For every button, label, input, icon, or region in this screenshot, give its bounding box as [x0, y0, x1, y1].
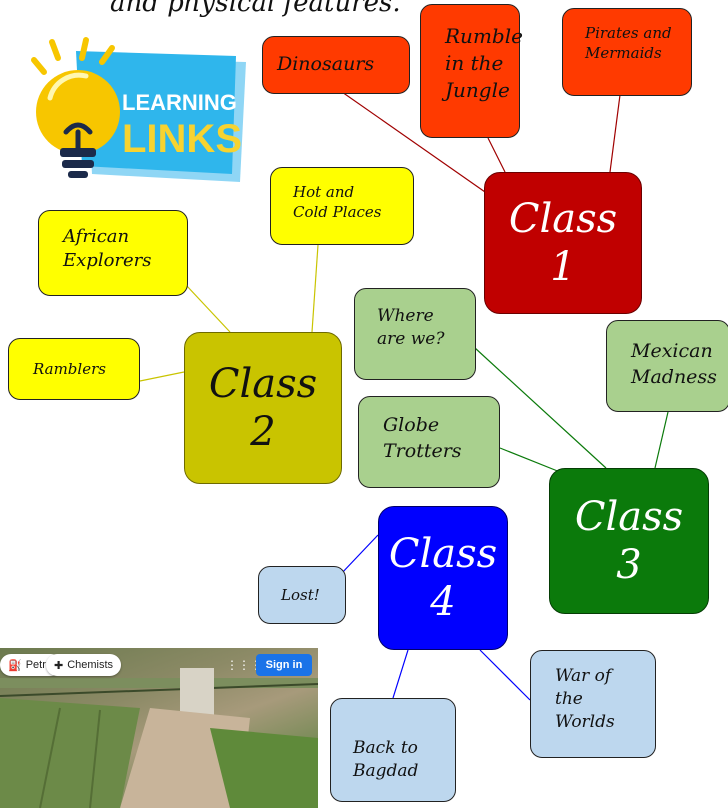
logo-line2: LINKS — [122, 117, 242, 161]
topic-bagdad-line2: Bagdad — [353, 760, 419, 781]
topic-hot-cold-line2: Cold Places — [293, 203, 382, 222]
link-pirates — [609, 94, 621, 173]
learning-links-logo: LEARNING LINKS — [31, 37, 246, 182]
satellite-map[interactable]: ⛽ Petrol ✚ Chemists ⋮⋮⋮ Sign in — [0, 648, 318, 808]
topic-globe-line1: Globe — [383, 414, 440, 436]
header-text: and physical features. — [110, 0, 401, 18]
topic-rumble-line1: Rumble — [445, 24, 523, 48]
topic-globe-trotters: Globe Trotters — [358, 396, 500, 488]
topic-lost-label: Lost! — [281, 585, 320, 604]
class-1-box: Class 1 — [484, 172, 642, 314]
topic-ramblers: Ramblers — [8, 338, 140, 400]
topic-rumble-line2: in the — [445, 51, 504, 75]
class-4-label: Class — [388, 531, 498, 577]
topic-pirates-line1: Pirates and — [585, 24, 672, 42]
topic-bagdad-line1: Back to — [353, 738, 418, 758]
map-chip-chemists[interactable]: ✚ Chemists — [46, 654, 122, 676]
topic-mexican-line2: Madness — [631, 365, 717, 388]
topic-war-line3: Worlds — [555, 711, 615, 732]
class-2-number: 2 — [250, 409, 276, 455]
link-rumble — [487, 137, 506, 173]
topic-african-line1: African — [63, 226, 130, 247]
link-war — [479, 649, 531, 701]
pharmacy-icon: ✚ — [54, 659, 64, 672]
topic-pirates-line2: Mermaids — [585, 44, 662, 63]
apps-grid-icon[interactable]: ⋮⋮⋮ — [226, 658, 262, 672]
link-globe — [499, 447, 561, 473]
topic-where-line1: Where — [377, 306, 434, 326]
class-2-label: Class — [208, 361, 318, 407]
class-3-label: Class — [574, 494, 684, 540]
topic-war-line1: War of — [555, 666, 612, 686]
topic-where-are-we: Where are we? — [354, 288, 476, 380]
link-bagdad — [392, 649, 409, 699]
topic-african-line2: Explorers — [63, 250, 152, 272]
topic-rumble-in-the-jungle: Rumble in the Jungle — [420, 4, 523, 138]
fuel-icon: ⛽ — [8, 659, 22, 672]
class-3-box: Class 3 — [549, 468, 709, 614]
topic-globe-line2: Trotters — [383, 439, 462, 462]
link-mexican — [654, 411, 669, 469]
link-african — [185, 284, 231, 333]
topic-hot-and-cold-places: Hot and Cold Places — [270, 167, 414, 245]
topic-war-line2: the — [555, 688, 583, 709]
class-4-box: Class 4 — [378, 506, 508, 650]
topic-mexican-madness: Mexican Madness — [606, 320, 728, 412]
topic-ramblers-label: Ramblers — [33, 359, 106, 378]
topic-war-of-the-worlds: War of the Worlds — [530, 650, 656, 758]
topic-dinosaurs-label: Dinosaurs — [277, 53, 375, 76]
class-4-number: 4 — [430, 579, 456, 625]
topic-where-line2: are we? — [377, 328, 445, 349]
topic-pirates-and-mermaids: Pirates and Mermaids — [562, 8, 692, 96]
topic-african-explorers: African Explorers — [38, 210, 188, 296]
class-2-box: Class 2 — [184, 332, 342, 484]
topic-hot-cold-line1: Hot and — [293, 183, 355, 201]
sign-in-button[interactable]: Sign in — [256, 654, 312, 676]
map-chip-chemists-label: Chemists — [67, 659, 114, 671]
class-3-number: 3 — [616, 542, 642, 588]
link-lost — [339, 534, 379, 576]
class-1-label: Class — [508, 196, 618, 242]
logo-line1: LEARNING — [122, 90, 237, 115]
topic-dinosaurs: Dinosaurs — [262, 36, 410, 94]
link-hot-cold — [311, 244, 319, 333]
map-terrain — [0, 668, 318, 808]
topic-lost: Lost! — [258, 566, 346, 624]
class-1-number: 1 — [550, 244, 576, 290]
link-ramblers — [139, 371, 185, 382]
topic-rumble-line3: Jungle — [445, 78, 510, 102]
topic-mexican-line1: Mexican — [631, 340, 713, 362]
topic-back-to-bagdad: Back to Bagdad — [330, 698, 456, 802]
